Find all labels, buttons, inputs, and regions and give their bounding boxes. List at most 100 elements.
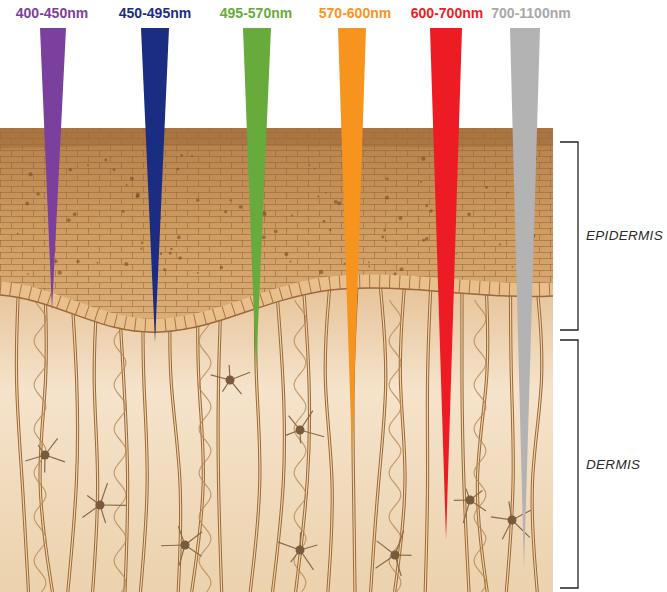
melanin-speck <box>421 156 425 160</box>
wavelength-label: 700-1100nm <box>491 5 570 21</box>
melanin-speck <box>485 186 488 189</box>
light-beam <box>141 28 169 342</box>
melanin-speck <box>126 184 128 186</box>
melanin-speck <box>124 262 128 266</box>
melanin-speck <box>383 229 386 232</box>
fiber-core <box>68 285 78 592</box>
melanin-speck <box>239 205 243 209</box>
melanin-speck <box>385 195 389 199</box>
dermis-fibers <box>16 285 541 592</box>
melanin-speck <box>319 270 323 274</box>
melanin-speck <box>507 192 509 194</box>
melanin-speck <box>69 168 72 171</box>
cell-body <box>296 426 305 435</box>
light-beams <box>40 28 540 570</box>
melanin-speck <box>196 199 199 202</box>
melanin-speck <box>180 154 183 157</box>
fiber-core <box>395 285 405 592</box>
melanin-speck <box>25 201 29 205</box>
melanin-speck <box>229 199 231 201</box>
fiber <box>16 285 28 592</box>
fibroblast <box>286 411 325 444</box>
light-beam <box>510 28 540 570</box>
melanin-speck <box>163 268 166 271</box>
melanin-speck <box>220 266 223 269</box>
melanin-speck <box>177 235 181 239</box>
melanin-speck <box>27 273 29 275</box>
melanin-speck <box>113 168 116 171</box>
melanin-speck <box>54 260 57 263</box>
fibroblast <box>82 483 126 523</box>
light-beam <box>40 28 66 310</box>
melanin-speck <box>291 214 293 216</box>
fibroblast <box>278 532 317 570</box>
melanin-speck <box>136 195 140 199</box>
epidermis-cells <box>0 128 553 332</box>
melanin-speck <box>368 262 370 264</box>
melanin-speck <box>400 267 404 271</box>
fiber <box>395 285 405 592</box>
fiber-core <box>425 285 431 592</box>
cell-body <box>296 546 305 555</box>
fiber-core <box>273 285 285 592</box>
melanin-speck <box>344 263 346 265</box>
fiber <box>93 285 98 592</box>
epidermis-bracket <box>560 142 578 330</box>
melanin-speck <box>87 164 89 166</box>
fiber <box>325 285 332 592</box>
melanin-speck <box>263 212 267 216</box>
melanin-speck <box>422 239 425 242</box>
wavelength-label: 450-495nm <box>119 5 191 21</box>
melanin-speck <box>381 236 384 239</box>
melanin-speck <box>317 195 319 197</box>
melanin-speck <box>394 272 397 275</box>
collagen-fiber <box>199 300 211 592</box>
melanin-speck <box>97 262 99 264</box>
fibroblast <box>454 489 486 523</box>
melanin-speck <box>191 155 193 157</box>
melanin-speck <box>368 266 370 268</box>
fiber <box>40 285 52 592</box>
melanin-speck <box>455 253 457 255</box>
dermis-layer <box>0 280 553 592</box>
melanin-speck <box>140 248 142 250</box>
melanin-speck <box>274 230 278 234</box>
melanin-speck <box>169 252 172 255</box>
basement-membrane <box>0 288 553 332</box>
melanin-speck <box>76 260 79 263</box>
melanin-speck <box>17 233 19 235</box>
fibroblast <box>25 438 65 472</box>
cell-body <box>466 496 475 505</box>
melanin-speck <box>170 248 172 250</box>
fiber <box>425 285 431 592</box>
melanin-speck <box>67 218 71 222</box>
melanin-speck <box>58 271 62 275</box>
wavelength-label: 400-450nm <box>16 5 88 21</box>
melanin-speck <box>385 240 387 242</box>
layer-label: DERMIS <box>586 457 640 473</box>
fiber-core <box>325 285 332 592</box>
cell-body <box>226 376 235 385</box>
melanin-speck <box>398 216 402 220</box>
cell-body <box>391 551 400 560</box>
melanin-speck <box>499 243 501 245</box>
melanin-speck <box>104 159 107 162</box>
fiber <box>218 285 222 592</box>
melanin-speck <box>337 201 341 205</box>
wavelength-label: 570-600nm <box>319 5 391 21</box>
stratum-corneum <box>0 128 553 148</box>
wavelength-label: 600-700nm <box>411 5 483 21</box>
melanin-speck <box>425 237 429 241</box>
fibroblast <box>211 365 250 394</box>
pigment-specks <box>17 154 537 275</box>
collagen-fiber <box>34 300 46 592</box>
cell-body <box>96 501 105 510</box>
melanin-speck <box>224 210 227 213</box>
fiber <box>462 285 469 592</box>
melanin-speck <box>314 168 316 170</box>
fiber-core <box>40 285 52 592</box>
collagen-fiber <box>389 300 401 592</box>
light-beam <box>430 28 462 540</box>
melanin-speck <box>289 261 291 263</box>
